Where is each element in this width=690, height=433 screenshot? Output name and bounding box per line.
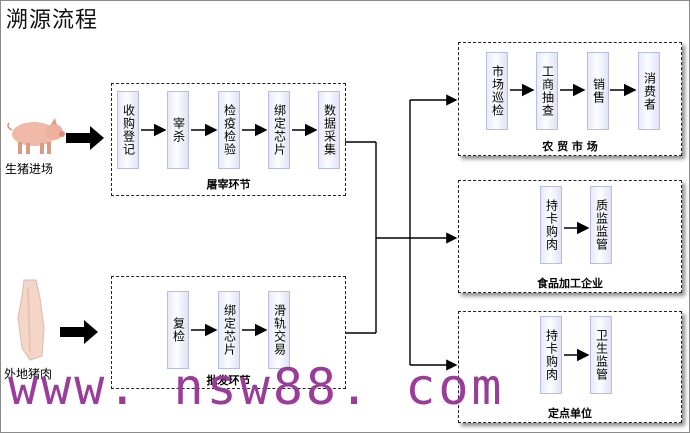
slaughter-step-quarantine: 检疫检验 — [218, 91, 240, 169]
farmers-market-caption: 农 贸 市 场 — [542, 140, 598, 153]
slaughter-step-purchase-registration: 收购登记 — [117, 91, 139, 169]
food-company-caption: 食品加工企业 — [537, 277, 603, 290]
wholesale-step-bind-chip: 绑定芯片 — [218, 291, 240, 369]
pork-carcass-icon — [17, 279, 45, 361]
designated-unit-box — [458, 311, 682, 423]
input-arrow-outside-pork — [60, 320, 98, 344]
site-watermark: www. nsw88. com — [8, 358, 505, 416]
farmers-market-box — [458, 42, 682, 156]
designated-step-health-supervision: 卫生监管 — [590, 316, 612, 394]
food-company-box — [458, 180, 682, 293]
market-step-sales: 销售 — [587, 52, 609, 130]
market-step-inspection: 市场巡检 — [486, 52, 508, 130]
wholesale-stage-box — [111, 276, 346, 389]
slaughter-step-data-collection: 数据采集 — [318, 91, 340, 169]
slaughter-step-slaughter: 宰杀 — [167, 91, 189, 169]
wholesale-stage-caption: 批发环节 — [206, 374, 251, 387]
slaughter-stage-box — [111, 83, 346, 196]
input-arrow-live-pig — [66, 126, 104, 150]
wholesale-step-recheck: 复检 — [167, 291, 189, 369]
outside-pork-label: 外地猪肉 — [4, 367, 53, 381]
market-step-consumer: 消费者 — [638, 52, 660, 130]
designated-unit-caption: 定点单位 — [548, 407, 592, 420]
page-title: 溯源流程 — [6, 8, 99, 33]
wholesale-step-rail-trading: 滑轨交易 — [268, 291, 290, 369]
market-step-business-check: 工商抽查 — [536, 52, 558, 130]
food-company-step-quality-supervision: 质监监管 — [590, 186, 612, 264]
slaughter-stage-caption: 屠宰环节 — [206, 178, 251, 191]
pig-icon — [7, 118, 65, 154]
slaughter-step-bind-chip: 绑定芯片 — [268, 91, 290, 169]
designated-step-card-purchase: 持卡购肉 — [540, 316, 562, 394]
live-pig-label: 生猪进场 — [5, 162, 54, 176]
food-company-step-card-purchase: 持卡购肉 — [540, 186, 562, 264]
